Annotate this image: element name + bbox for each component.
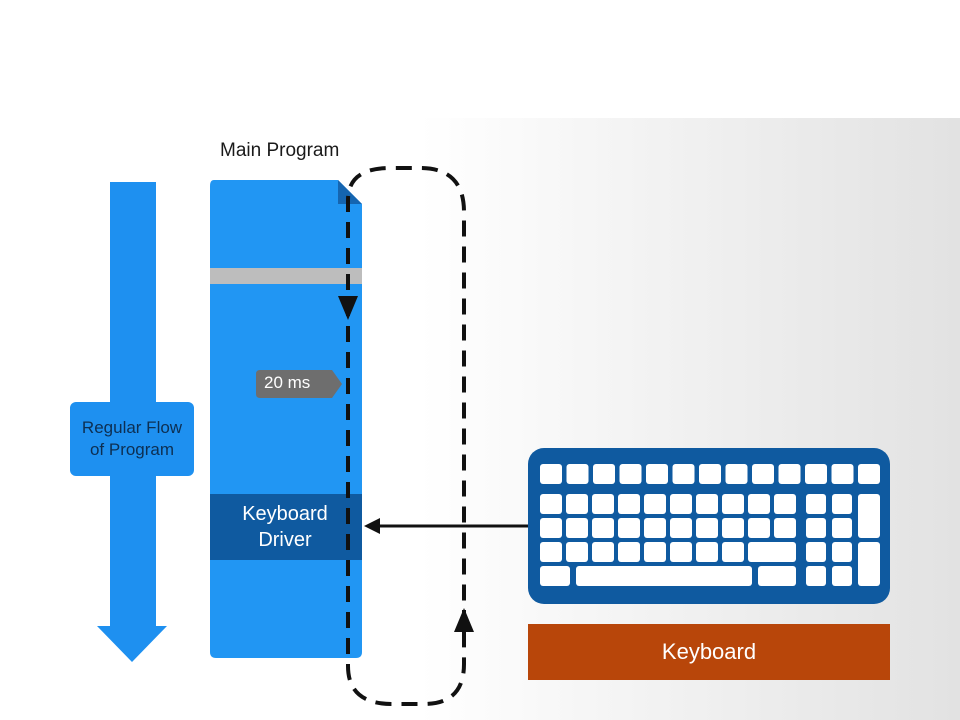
keyboard-key [618, 494, 640, 514]
main-program-title: Main Program [220, 140, 340, 161]
main-program-block [210, 180, 362, 658]
keyboard-label-bar [528, 624, 890, 680]
interrupt-loop [338, 166, 474, 706]
keyboard-key [592, 542, 614, 562]
keyboard-key [566, 542, 588, 562]
loop-up-arrowhead [454, 608, 474, 632]
keyboard-key [696, 518, 718, 538]
keyboard-key [806, 566, 826, 586]
keyboard-icon [528, 448, 890, 604]
keyboard-key [644, 542, 666, 562]
keyboard-key [699, 464, 721, 484]
keyboard-key [540, 464, 562, 484]
keyboard-key [540, 566, 570, 586]
keyboard-key [832, 542, 852, 562]
interval-tag [256, 370, 342, 398]
keyboard-key [832, 494, 852, 514]
keyboard-key [774, 518, 796, 538]
keyboard-key [696, 542, 718, 562]
keyboard-key [722, 494, 744, 514]
keyboard-label: Keyboard [661, 639, 757, 664]
keyboard-key [778, 464, 801, 484]
keyboard-key [592, 494, 614, 514]
regular-flow-line-2: of Program [89, 440, 175, 459]
keyboard-key [748, 518, 770, 538]
regular-flow-line-1: Regular Flow [81, 418, 183, 437]
keyboard-driver-block [210, 494, 362, 560]
program-separator [210, 268, 362, 284]
keyboard-key [646, 464, 668, 484]
keyboard-key [722, 518, 744, 538]
driver-line-1: Keyboard [242, 503, 328, 525]
keyboard-key [670, 542, 692, 562]
keyboard-key [566, 464, 589, 484]
keyboard-key [672, 464, 695, 484]
keyboard-key [832, 566, 852, 586]
keyboard-key [858, 542, 880, 586]
keyboard-key [670, 518, 692, 538]
keyboard-key [619, 464, 642, 484]
keyboard-key [832, 518, 852, 538]
keyboard-key [748, 494, 770, 514]
keyboard-key [696, 494, 718, 514]
keyboard-driver-label: Keyboard Driver [210, 494, 360, 560]
keyboard-key [722, 542, 744, 562]
keyboard-key [593, 464, 615, 484]
regular-flow-label: Regular Flow of Program [70, 402, 194, 476]
keyboard-key [540, 494, 562, 514]
keyboard-key [748, 542, 796, 562]
keyboard-key [540, 518, 562, 538]
keyboard-key [618, 542, 640, 562]
loop-down-arrowhead [338, 296, 358, 320]
keyboard-key [831, 464, 854, 484]
keyboard-key [576, 566, 752, 586]
interval-label: 20 ms [264, 373, 311, 392]
keyboard-key [644, 494, 666, 514]
keyboard-key [774, 494, 796, 514]
keyboard-key [758, 566, 796, 586]
interrupt-arrow-icon [364, 518, 528, 534]
keyboard-key [618, 518, 640, 538]
keyboard-key [806, 542, 826, 562]
keyboard-key [592, 518, 614, 538]
keyboard-key [752, 464, 774, 484]
keyboard-key [805, 464, 827, 484]
keyboard-key [670, 494, 692, 514]
keyboard-key [806, 518, 826, 538]
keyboard-key [806, 494, 826, 514]
keyboard-key [566, 518, 588, 538]
keyboard-key [566, 494, 588, 514]
keyboard-key [725, 464, 748, 484]
keyboard-key [858, 464, 880, 484]
keyboard-key [644, 518, 666, 538]
keyboard-key [858, 494, 880, 538]
keyboard-key [540, 542, 562, 562]
driver-line-2: Driver [258, 529, 312, 551]
